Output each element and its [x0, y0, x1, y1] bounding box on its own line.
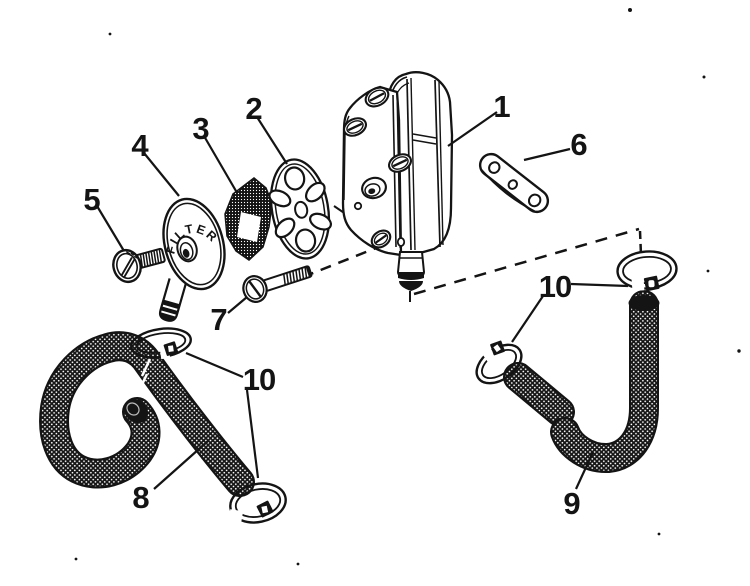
hose-braid: [552, 292, 657, 471]
dashed-line-right: [413, 227, 640, 296]
link-thickness: [480, 168, 536, 213]
hose-clamp: [616, 250, 678, 292]
hose-bore: [126, 402, 140, 416]
hose-clamp: [130, 327, 192, 360]
callout-6: 6: [570, 127, 587, 162]
disc-rim: [274, 163, 326, 255]
print-specks: [74, 8, 741, 566]
outlet-rib: [398, 272, 424, 280]
hose-clamp: [475, 340, 523, 385]
hose-end-cap: [123, 398, 149, 424]
clamp-buckle-slot: [167, 345, 174, 352]
clamp-buckle-slot: [261, 505, 269, 514]
callout-9: 9: [563, 486, 580, 521]
leader-6: [523, 147, 571, 162]
tube-rib: [160, 306, 178, 315]
leader-7: [227, 296, 248, 314]
hose-braid: [41, 333, 253, 495]
callout-8: 8: [132, 480, 149, 515]
pump-disc: [268, 158, 333, 260]
link-plate: [478, 152, 550, 214]
leader-5: [96, 205, 125, 252]
screw-threads: [139, 248, 163, 268]
fuel-hose-right: [503, 290, 660, 473]
callout-leaders: [96, 111, 629, 490]
leader-9: [575, 451, 594, 490]
disc-cutouts: [268, 166, 333, 253]
link-hole: [488, 161, 501, 174]
bolt-slot: [248, 280, 262, 298]
cover-rim: [166, 202, 222, 286]
callout-5: 5: [83, 182, 100, 217]
cover-hub-hole: [182, 248, 190, 258]
callout-10-left: 10: [243, 362, 275, 397]
leader-1: [447, 111, 498, 147]
screw-slot: [120, 256, 136, 278]
leader-8: [153, 440, 209, 490]
pump-hole: [353, 201, 363, 211]
tube-rib: [162, 299, 180, 310]
link-hole: [507, 179, 518, 190]
leader-10-right-b: [511, 295, 544, 343]
pump-hole: [396, 237, 406, 247]
cover-hub-ring: [179, 242, 194, 261]
screen-hole: [237, 212, 261, 242]
clamp-buckle-slot: [648, 280, 655, 288]
leader-10-left-b: [245, 389, 260, 479]
clamp-buckle-slot: [493, 344, 501, 353]
bolt-head-rim: [245, 278, 265, 300]
filter-screen: [224, 177, 273, 261]
disc-center-hole: [294, 200, 309, 219]
callout-2: 2: [245, 91, 262, 126]
bolt-threads: [282, 266, 308, 286]
callout-7: 7: [210, 302, 227, 337]
thumb-screw: [112, 247, 166, 284]
pump-outlet: [396, 251, 426, 302]
leader-10-left-a: [185, 351, 244, 379]
tube-end-cap: [159, 312, 177, 321]
fuel-pump-body: [333, 71, 454, 302]
pump-boss: [361, 176, 387, 200]
dashed-line-left: [302, 246, 377, 279]
screw-head-shading: [125, 251, 138, 259]
leader-2: [256, 116, 288, 165]
mounting-bolt: [242, 265, 313, 303]
hose-clamp: [228, 482, 287, 525]
leader-10-right-a: [570, 282, 629, 288]
callout-1: 1: [493, 89, 510, 124]
leader-4: [143, 152, 180, 197]
fuel-hose-left: [39, 331, 255, 497]
clamp-gap: [228, 509, 244, 525]
screw-head-rim: [116, 252, 138, 280]
bolt-tip: [305, 265, 313, 278]
callout-labels: 1 2 3 4 5 6 7 8 9 10 10: [83, 89, 587, 521]
callout-3: 3: [192, 111, 209, 146]
outlet-rib: [399, 281, 423, 291]
filter-cover-tube: [158, 278, 188, 322]
pump-screws: [342, 86, 413, 249]
leader-3: [203, 135, 237, 192]
callout-10-right: 10: [539, 269, 571, 304]
filter-cover: FILTER: [158, 197, 226, 291]
hose-highlight: [137, 358, 152, 392]
clamp-gap: [631, 278, 645, 292]
link-hole: [527, 193, 542, 208]
hose-braid: [505, 364, 573, 425]
callout-4: 4: [131, 128, 149, 163]
hose-end-cap: [628, 295, 660, 311]
